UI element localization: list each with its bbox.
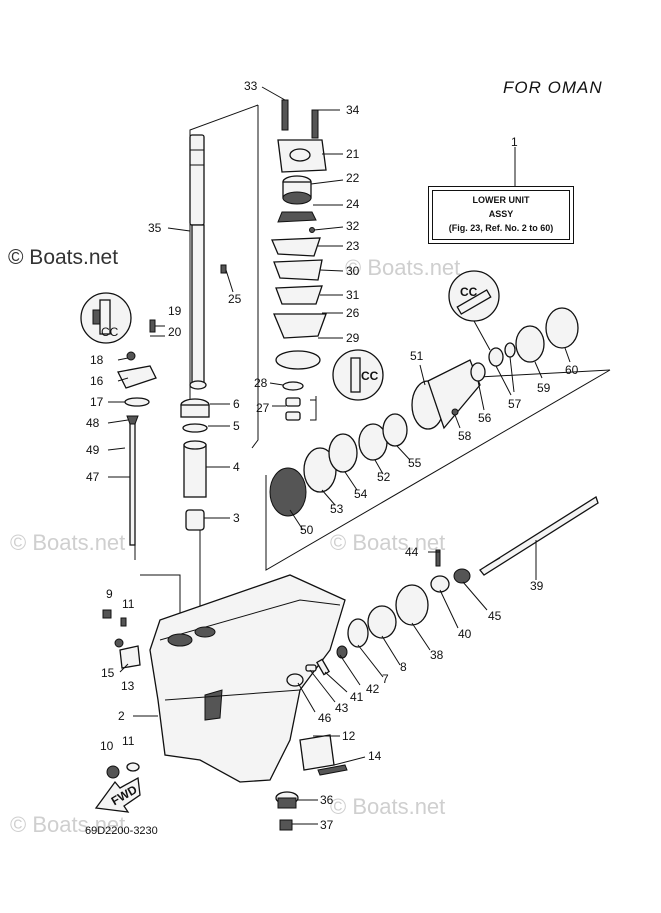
callout-21: 21 [346,147,360,161]
watermark: © Boats.net [10,530,126,555]
grease-badge: CC [80,292,132,344]
callout-17: 17 [90,395,104,409]
callout-numbers: 1 2 3 4 5 6 7 8 9 10 11 11 12 13 14 15 1… [86,79,579,832]
trim-tab-and-anode [275,673,348,831]
callout-11b: 11 [122,734,135,748]
fwd-arrow: FWD [94,776,141,813]
callout-16: 16 [90,374,104,388]
frame-line [189,104,259,400]
callout-57: 57 [508,397,522,411]
grease-badge-label: CC [460,285,478,299]
small-fittings-left [102,609,141,779]
callout-33: 33 [244,79,258,93]
watermark: © Boats.net [345,255,461,280]
callout-47: 47 [86,470,100,484]
callout-40: 40 [458,627,472,641]
callout-34: 34 [346,103,360,117]
grease-badge: CC [448,270,500,322]
shift-rod [117,319,157,546]
callout-50: 50 [300,523,314,537]
callout-41: 41 [350,690,364,704]
callout-55: 55 [408,456,422,470]
diagram-code: 69D2200-3230 [85,825,158,837]
frame-line [265,369,611,571]
callout-leaders [107,86,571,825]
watermark: © Boats.net [10,812,126,837]
watermark: © Boats.net [330,530,446,555]
callout-22: 22 [346,171,360,185]
callout-27: 27 [256,401,270,415]
callout-28: 28 [254,376,268,390]
forward-gear-train [305,584,429,676]
callout-24: 24 [346,197,360,211]
callout-29: 29 [346,331,360,345]
callout-46: 46 [318,711,332,725]
callout-38: 38 [430,648,444,662]
callout-60: 60 [565,363,579,377]
callout-14: 14 [368,749,382,763]
frame-line [459,369,611,379]
callout-13: 13 [121,679,135,693]
callout-9: 9 [106,587,113,601]
callout-44: 44 [405,545,419,559]
callout-56: 56 [478,411,492,425]
callout-19: 19 [168,304,182,318]
callout-31: 31 [346,288,360,302]
callout-37: 37 [320,818,334,832]
callout-5: 5 [233,419,240,433]
title-box-line-2: ASSY [488,209,514,219]
callout-35: 35 [148,221,162,235]
callout-30: 30 [346,264,360,278]
callout-8: 8 [400,660,407,674]
water-pump-assembly [271,99,327,421]
callout-54: 54 [354,487,368,501]
callout-10: 10 [100,739,114,753]
title-box-line-3: (Fig. 23, Ref. No. 2 to 60) [448,223,554,233]
lower-unit-housing [149,574,346,783]
callout-7: 7 [382,672,389,686]
bracket [310,399,317,421]
callout-15: 15 [101,666,115,680]
callout-26: 26 [346,306,360,320]
watermark: © Boats.net [330,794,446,819]
drive-shaft [189,134,227,390]
callout-12: 12 [342,729,356,743]
diagram-region-header: FOR OMAN [503,78,603,97]
callout-2: 2 [118,709,125,723]
watermark: © Boats.net [8,246,119,269]
driveshaft-housing-parts [180,398,210,531]
callout-11: 11 [122,597,135,611]
callout-48: 48 [86,416,100,430]
title-box-line-1: LOWER UNIT [472,195,530,205]
propeller-shaft [430,496,599,593]
callout-59: 59 [537,381,551,395]
callout-6: 6 [233,397,240,411]
callout-23: 23 [346,239,360,253]
callout-18: 18 [90,353,104,367]
callout-51: 51 [410,349,424,363]
callout-1: 1 [511,135,518,149]
grease-badge: CC [332,349,384,401]
callout-45: 45 [488,609,502,623]
grease-badge-label: CC [101,325,119,339]
callout-42: 42 [366,682,380,696]
callout-53: 53 [330,502,344,516]
callout-39: 39 [530,579,544,593]
callout-3: 3 [233,511,240,525]
reverse-gear-assembly [269,307,579,517]
callout-32: 32 [346,219,360,233]
callout-49: 49 [86,443,100,457]
callout-52: 52 [377,470,391,484]
callout-4: 4 [233,460,240,474]
grease-badge-label: CC [361,369,379,383]
callout-20: 20 [168,325,182,339]
title-box: LOWER UNIT ASSY (Fig. 23, Ref. No. 2 to … [428,186,574,244]
frame-line [251,105,259,449]
callout-36: 36 [320,793,334,807]
callout-43: 43 [335,701,349,715]
callout-25: 25 [228,292,242,306]
callout-58: 58 [458,429,472,443]
